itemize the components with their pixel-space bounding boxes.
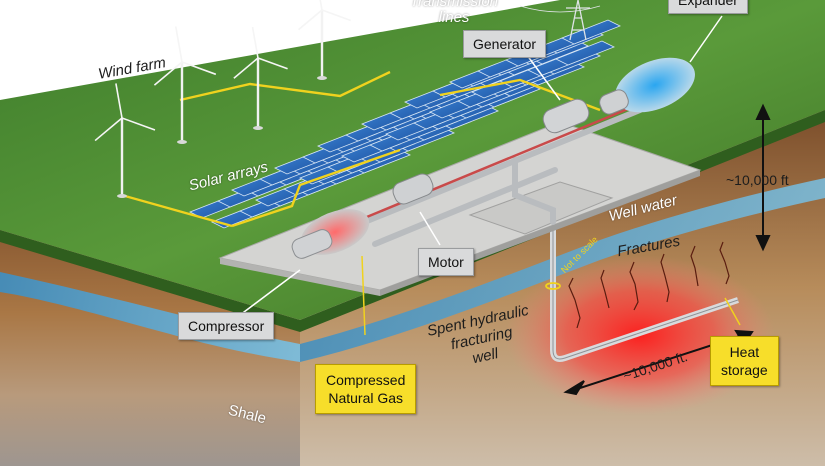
soil-front-face — [0, 230, 300, 466]
solar-panel — [561, 19, 621, 45]
wind-turbine — [298, 0, 352, 80]
compressed-gas-callout: Compressed Natural Gas — [315, 364, 417, 414]
wind-turbine — [233, 26, 288, 130]
generator-callout: Generator — [463, 30, 547, 58]
transmission-lines-label: Transmission lines — [409, 0, 499, 26]
power-wiring — [124, 70, 601, 228]
transmission-tower — [519, 0, 601, 41]
generator-machine — [542, 98, 590, 134]
wind-turbine — [94, 83, 156, 198]
wind-turbines — [94, 0, 352, 198]
wind-turbine — [153, 26, 217, 144]
grass-edge — [0, 230, 300, 332]
compressor-callout: Compressor — [178, 312, 275, 340]
leader-lines — [239, 15, 723, 316]
expander-machine — [599, 57, 695, 115]
compressor-machine — [291, 209, 370, 259]
gas-pipes — [337, 107, 643, 247]
solar-panel — [555, 40, 615, 66]
motor-callout: Motor — [418, 248, 474, 276]
motor-machine — [392, 173, 434, 205]
depth-label: ~10,000 ft — [726, 172, 789, 188]
heat-storage-callout: Heat storage — [710, 336, 779, 386]
fracture-lines — [568, 241, 730, 329]
expander-callout: Expander — [668, 0, 748, 14]
depth-arrow — [755, 103, 771, 252]
not-to-scale-marker — [545, 282, 561, 290]
grass-surface — [0, 0, 825, 320]
